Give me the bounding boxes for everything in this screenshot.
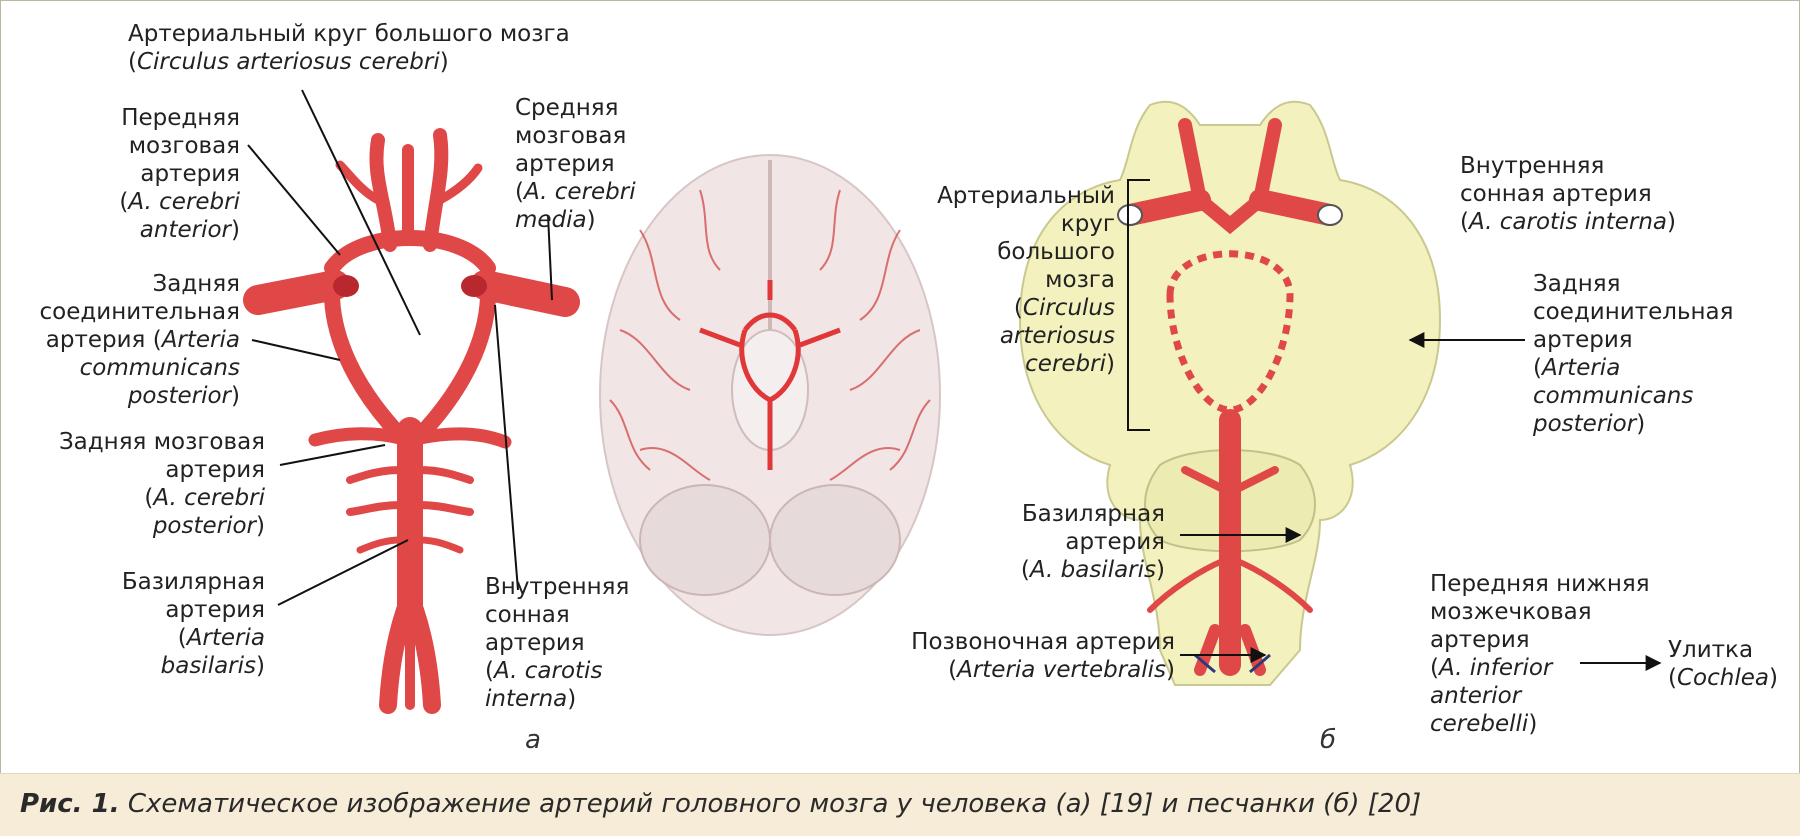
label-posterior-communicating-a: Задняя соединительная артерия (Arteria c… xyxy=(39,271,240,409)
gerbil-dashed-circle xyxy=(1166,250,1294,414)
middle-cerebral-right xyxy=(470,270,580,317)
label-circle-b: Артериальный круг большого мозга (Circul… xyxy=(937,183,1115,377)
gerbil-aica-left xyxy=(1147,557,1228,613)
label-posterior-cerebral: Задняя мозговая артерия (A. cerebri post… xyxy=(58,429,265,539)
caption-bar: Рис. 1. Схематическое изображение артери… xyxy=(0,773,1800,836)
posterior-cerebral-left xyxy=(308,427,407,447)
label-internal-carotid-b: Внутренняя сонная артерия (A. carotis in… xyxy=(1460,153,1676,235)
label-basilar-a: Базилярная артерия (Arteria basilaris) xyxy=(121,569,265,679)
figure-artwork xyxy=(243,89,1662,714)
label-internal-carotid-a: Внутренняя сонная артерия (A. carotis in… xyxy=(485,574,630,712)
posterior-communicating-left xyxy=(323,277,403,438)
label-basilar-b: Базилярная артерия (A. basilaris) xyxy=(1020,501,1165,583)
label-circle-title-a: Артериальный круг большого мозга (Circul… xyxy=(128,21,570,75)
arrows xyxy=(1180,332,1662,671)
label-cochlea-b: Улитка (Cochlea) xyxy=(1668,637,1778,691)
anterior-twig-right xyxy=(435,163,483,205)
human-brain-base-illustration xyxy=(599,154,941,636)
anterior-twig-left xyxy=(335,160,383,205)
caption-text: Схематическое изображение артерий головн… xyxy=(119,789,1422,819)
label-vertebral-b: Позвоночная артерия (Arteria vertebralis… xyxy=(911,629,1175,683)
panel-label-b: б xyxy=(1320,725,1337,755)
middle-cerebral-left xyxy=(243,270,350,315)
gerbil-brain-diagram xyxy=(1018,100,1442,686)
label-anterior-cerebral: Передняя мозговая артерия (A. cerebri an… xyxy=(119,105,240,243)
anterior-branch-right xyxy=(423,128,449,252)
label-middle-cerebral: Средняя мозговая артерия (A. cerebri med… xyxy=(515,95,636,233)
vertebral-right xyxy=(406,601,441,714)
caption-prefix: Рис. 1. xyxy=(20,789,120,819)
anterior-branch-left xyxy=(369,133,397,252)
human-artery-diagram xyxy=(243,128,580,714)
label-aica-b: Передняя нижняя мозжечковая артерия (A. … xyxy=(1430,571,1650,737)
label-posterior-communicating-b: Задняя соединительная артерия (Arteria c… xyxy=(1533,271,1734,437)
posterior-cerebral-right xyxy=(413,427,512,449)
figure-caption: Рис. 1. Схематическое изображение артери… xyxy=(20,788,1421,820)
leader-lines xyxy=(247,89,1150,606)
anterior-communicating-arc xyxy=(324,230,496,276)
panel-label-a: а xyxy=(525,725,541,755)
posterior-communicating-right xyxy=(417,277,497,438)
gerbil-brain-outline xyxy=(1018,100,1442,686)
vertebral-left xyxy=(379,601,414,714)
gerbil-aica-right xyxy=(1232,557,1313,613)
